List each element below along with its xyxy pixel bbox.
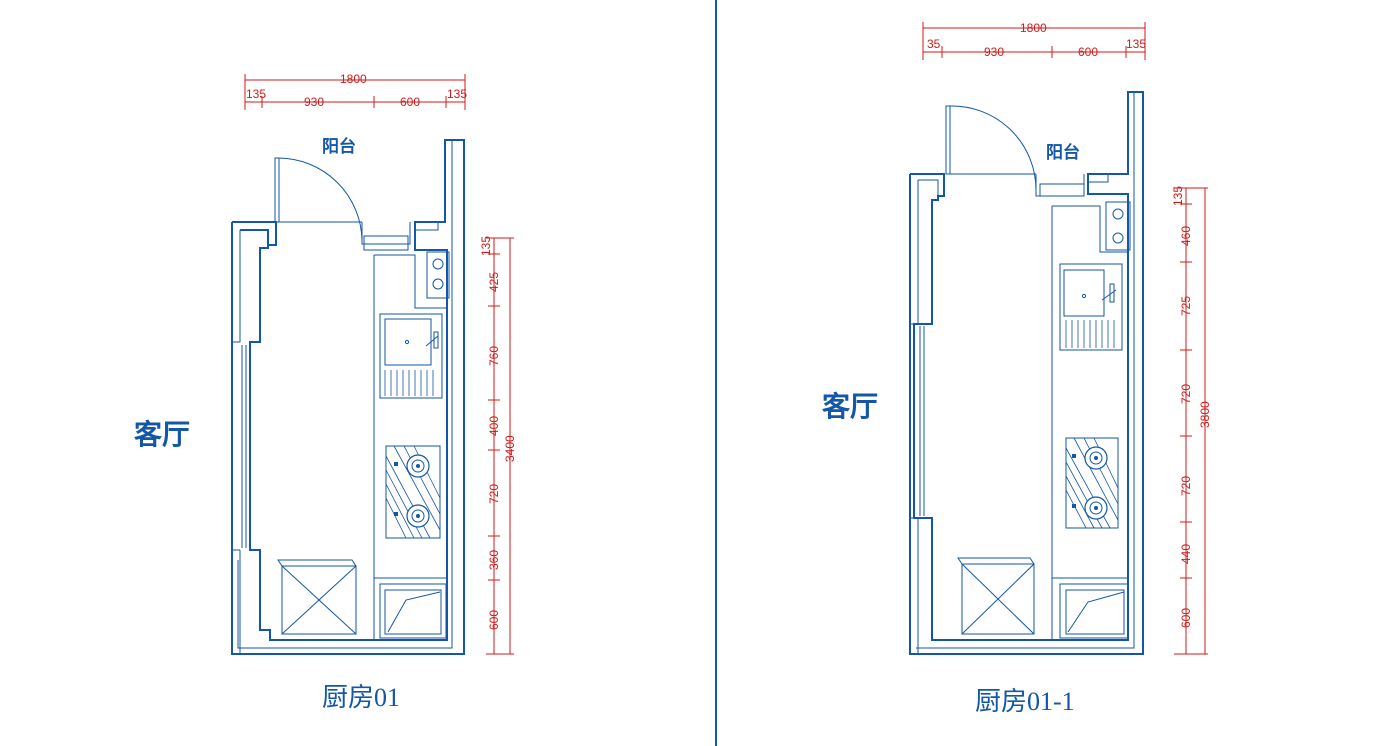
dim-side-part: 135	[479, 236, 493, 256]
water-heater	[1105, 201, 1131, 251]
dim-side-part: 725	[1179, 296, 1193, 316]
dim-top-part: 600	[1078, 45, 1098, 59]
dim-top-part: 135	[1126, 37, 1146, 51]
dim-top-total: 1800	[1020, 21, 1047, 35]
balcony-label: 阳台	[1046, 142, 1080, 163]
balcony-door[interactable]	[945, 105, 1037, 191]
sink	[379, 313, 443, 399]
dim-side-total: 3800	[1198, 401, 1212, 428]
stove	[1065, 437, 1119, 529]
dim-top-part: 930	[304, 95, 324, 109]
stove	[385, 445, 441, 539]
dim-side-part: 600	[487, 610, 501, 630]
dim-top-part: 600	[400, 95, 420, 109]
plan-caption: 厨房01	[322, 683, 400, 712]
living-room-label: 客厅	[822, 390, 878, 423]
plan-kitchen-01-1: 阳台 客厅 厨房01-1 1800 35 930 600 135	[822, 21, 1212, 716]
dim-top-part: 35	[927, 37, 941, 51]
side-dimensions: 135 425 760 400 720 360 600 3400	[479, 236, 517, 655]
top-dimensions: 1800 135 930 600 135	[244, 72, 467, 110]
sink	[1059, 263, 1123, 351]
dim-side-part: 135	[1171, 186, 1185, 206]
dim-side-part: 720	[487, 484, 501, 504]
side-dimensions: 135 460 725 720 720 440 600 3800	[1171, 186, 1212, 655]
refrigerator	[277, 559, 357, 635]
plan-caption: 厨房01-1	[975, 687, 1075, 716]
cabinet-corner	[1059, 583, 1129, 639]
dim-side-part: 425	[487, 272, 501, 292]
dim-side-part: 460	[1179, 226, 1193, 246]
dim-side-part: 720	[1179, 384, 1193, 404]
top-dimensions: 1800 35 930 600 135	[922, 21, 1146, 60]
dim-top-part: 135	[246, 87, 266, 101]
balcony-door[interactable]	[274, 157, 363, 241]
water-heater	[426, 251, 450, 299]
dim-side-part: 760	[487, 346, 501, 366]
balcony-label: 阳台	[322, 136, 356, 157]
plan-kitchen-01: 阳台 客厅 厨房01 1800 135 930 600 135	[134, 72, 517, 712]
dim-side-total: 3400	[503, 435, 517, 462]
living-room-label: 客厅	[134, 418, 190, 451]
dim-top-part: 930	[984, 45, 1004, 59]
dim-side-part: 720	[1179, 476, 1193, 496]
cabinet-corner	[379, 583, 447, 639]
dim-side-part: 400	[487, 416, 501, 436]
refrigerator	[957, 557, 1035, 635]
dim-side-part: 360	[487, 550, 501, 570]
dim-side-part: 600	[1179, 608, 1193, 628]
dim-top-total: 1800	[340, 72, 367, 86]
dim-top-part: 135	[447, 87, 467, 101]
walls	[231, 139, 465, 655]
walls	[909, 91, 1144, 655]
dim-side-part: 440	[1179, 544, 1193, 564]
